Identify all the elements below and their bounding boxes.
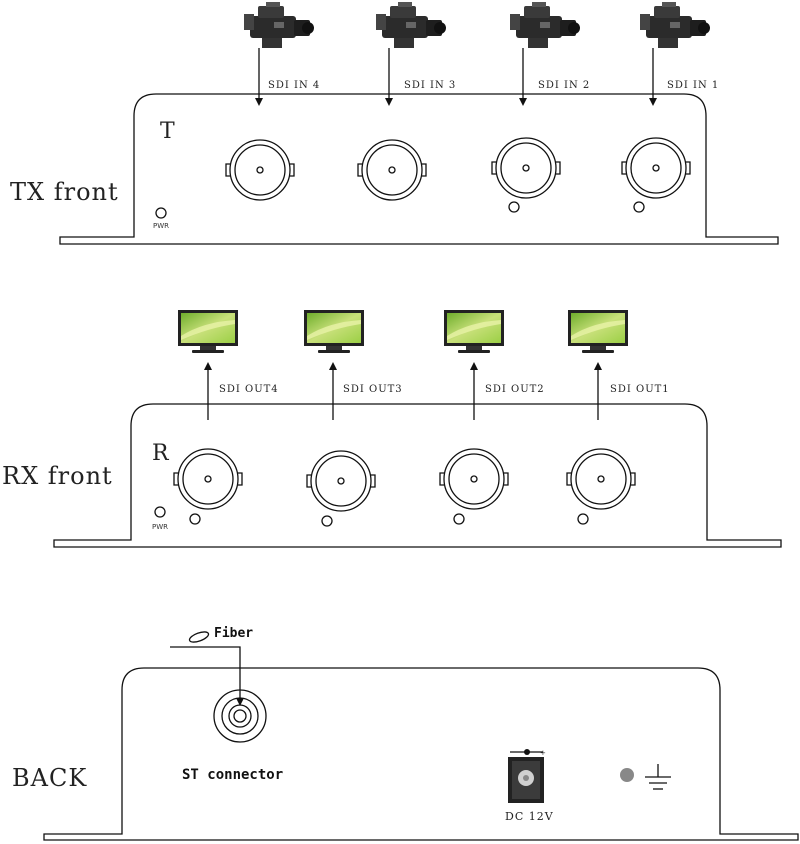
- led-indicator-icon: [577, 513, 589, 525]
- led-indicator-icon: [508, 201, 520, 213]
- monitor-icon: [304, 310, 364, 353]
- back-panel: BACK Fiber ST connector + DC 12V: [12, 626, 799, 841]
- led-indicator-icon: [620, 768, 634, 782]
- ground-icon: [645, 764, 671, 790]
- led-indicator-icon: [453, 513, 465, 525]
- rx-output-label: SDI OUT3: [343, 384, 403, 395]
- rx-letter: R: [152, 441, 170, 466]
- tx-input-label: SDI IN 1: [667, 80, 719, 91]
- svg-text:+: +: [540, 749, 546, 757]
- rx-output-label: SDI OUT2: [485, 384, 545, 395]
- fiber-label: Fiber: [214, 626, 253, 641]
- monitor-icon: [568, 310, 628, 353]
- tx-pwr-label: PWR: [153, 222, 169, 230]
- tx-input-label: SDI IN 3: [404, 80, 456, 91]
- led-indicator-icon: [633, 201, 645, 213]
- tx-input-label: SDI IN 2: [538, 80, 590, 91]
- dc-jack-icon: +: [508, 749, 546, 803]
- bnc-connector-icon: [491, 137, 561, 199]
- fiber-end-icon: [188, 631, 210, 643]
- rx-title: RX front: [2, 462, 113, 490]
- monitor-icon: [444, 310, 504, 353]
- bnc-connector-icon: [173, 448, 243, 510]
- tx-panel: TX front T PWR SDI IN 4 SDI IN 3 SDI IN …: [10, 2, 779, 245]
- led-indicator-icon: [155, 207, 167, 219]
- led-indicator-icon: [154, 506, 166, 518]
- st-connector-icon: [213, 689, 267, 743]
- bnc-connector-icon: [439, 448, 509, 510]
- rx-pwr-label: PWR: [152, 523, 168, 531]
- monitor-icon: [178, 310, 238, 353]
- bnc-connector-icon: [357, 139, 427, 201]
- bnc-connector-icon: [621, 137, 691, 199]
- bnc-connector-icon: [306, 450, 376, 512]
- rx-panel: RX front R PWR SDI OUT4 SDI OUT3 SDI OUT…: [2, 310, 782, 548]
- video-camera-icon: [510, 2, 580, 48]
- video-camera-icon: [376, 2, 446, 48]
- video-camera-icon: [640, 2, 710, 48]
- back-title: BACK: [12, 764, 87, 792]
- tx-letter: T: [160, 119, 176, 144]
- led-indicator-icon: [189, 513, 201, 525]
- video-camera-icon: [244, 2, 314, 48]
- bnc-connector-icon: [225, 139, 295, 201]
- bnc-connector-icon: [566, 448, 636, 510]
- st-connector-label: ST connector: [182, 767, 283, 783]
- tx-input-label: SDI IN 4: [268, 80, 320, 91]
- led-indicator-icon: [321, 515, 333, 527]
- tx-title: TX front: [10, 178, 119, 206]
- rx-output-label: SDI OUT1: [610, 384, 670, 395]
- dc-label: DC 12V: [505, 810, 554, 823]
- rx-output-label: SDI OUT4: [219, 384, 279, 395]
